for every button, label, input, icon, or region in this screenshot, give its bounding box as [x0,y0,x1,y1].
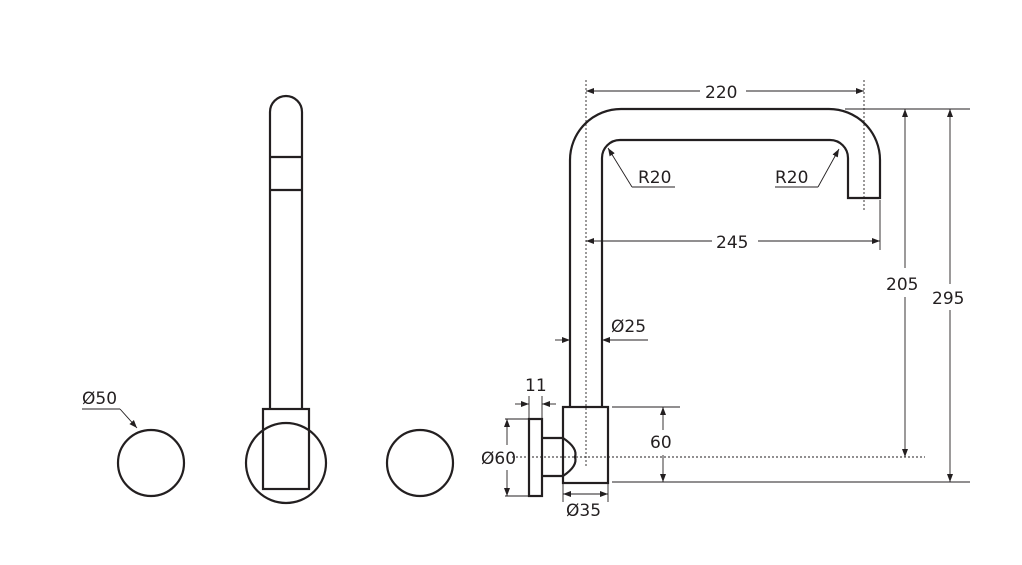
dim-35-label: Ø35 [566,501,601,521]
dim-60-diameter-label: Ø60 [481,449,516,469]
front-plate-circle [244,421,328,505]
dimension-flange-width: 11 [515,376,556,418]
side-view [512,80,925,498]
right-plate-circle [385,428,455,498]
radius-right: R20 [775,148,840,188]
dim-25-label: Ø25 [611,317,646,337]
r20-left-label: R20 [638,168,671,188]
plate-diameter-label: Ø50 [82,389,117,409]
dimension-body-height: 60 [612,406,970,483]
side-connector [542,436,577,478]
side-body [561,405,610,485]
dimension-295: 295 [932,109,964,482]
dim-220-label: 220 [705,83,737,103]
r20-right-label: R20 [775,168,808,188]
front-view [244,94,328,505]
dim-205-label: 205 [886,275,918,295]
dimension-tube-diameter: Ø25 [555,317,648,343]
dim-295-label: 295 [932,289,964,309]
front-tube [268,94,304,409]
spout-tube [568,107,882,407]
leader-line [607,147,633,188]
left-plate-view: Ø50 [82,389,186,498]
front-body [261,407,311,491]
dimension-flange-diameter: Ø60 [481,418,528,497]
side-flange [527,417,544,498]
dim-245-label: 245 [716,233,748,253]
radius-left: R20 [607,147,675,188]
leader-line [119,408,138,429]
dimension-220: 220 [586,83,864,103]
plate-circle [116,428,186,498]
dimension-body-diameter: Ø35 [562,484,609,521]
dimension-245: 245 [586,200,881,253]
leader-line [817,148,840,188]
dim-11-label: 11 [525,376,547,396]
dim-60-label: 60 [650,433,672,453]
